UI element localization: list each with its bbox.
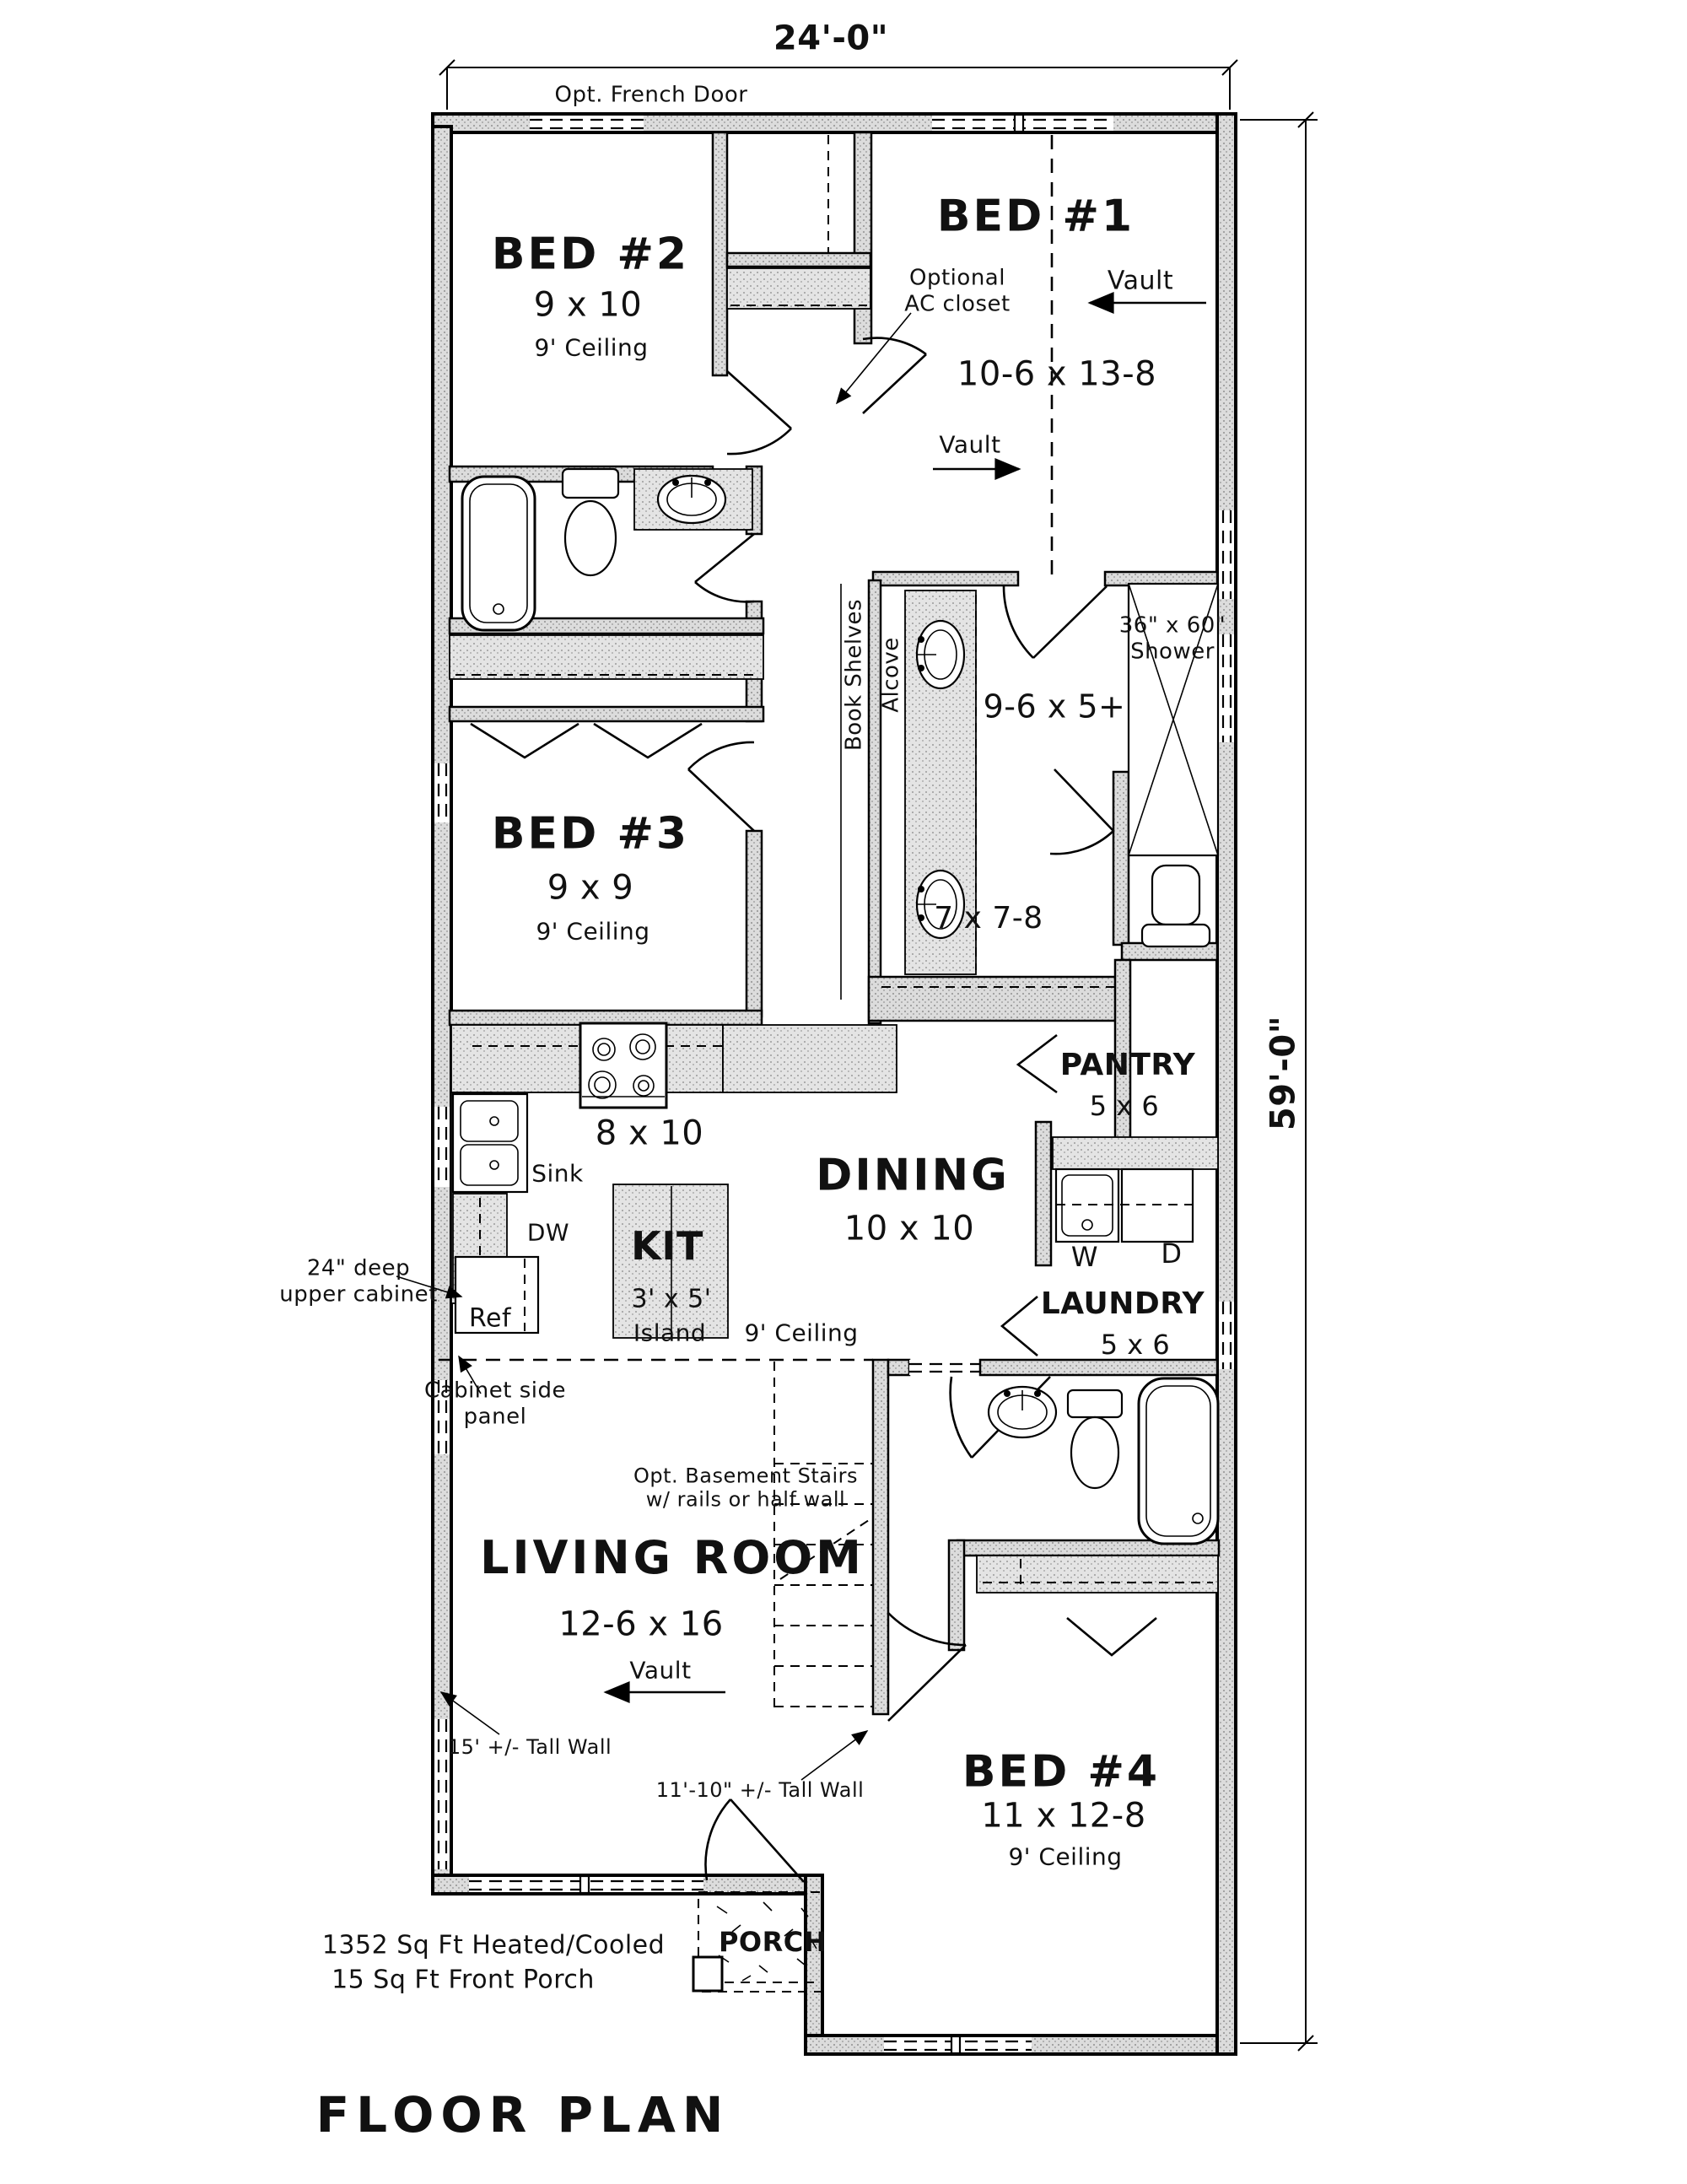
note-cabinet-side-panel: Cabinet side panel	[423, 1378, 567, 1429]
bed4-size: 11 x 12-8	[981, 1796, 1146, 1836]
laundry-fixtures	[1054, 1167, 1194, 1243]
annotation-arrows	[396, 292, 1206, 1781]
living-size: 12-6 x 16	[558, 1604, 724, 1644]
area-note-heated: 1352 Sq Ft Heated/Cooled	[321, 1930, 666, 1960]
living-name: LIVING ROOM	[480, 1531, 865, 1585]
hall-bath-size: 7 x 7-8	[934, 900, 1043, 936]
kitchen-island-size: 3' x 5'	[631, 1284, 712, 1314]
area-note-porch: 15 Sq Ft Front Porch	[331, 1965, 595, 1995]
bed4-name: BED #4	[962, 1746, 1161, 1798]
note-book-shelves: Book Shelves	[841, 598, 867, 752]
bed3-size: 9 x 9	[547, 868, 634, 908]
laundry-name: LAUNDRY	[1040, 1286, 1205, 1321]
bed4-ceiling: 9' Ceiling	[1008, 1842, 1123, 1871]
dimension-depth: 59'-0"	[1264, 1015, 1303, 1131]
laundry-size: 5 x 6	[1100, 1329, 1171, 1362]
bed1-vault: Vault	[1107, 266, 1174, 296]
dining-size: 10 x 10	[844, 1209, 975, 1248]
note-tall-wall-11: 11'-10" +/- Tall Wall	[655, 1777, 865, 1802]
dishwasher-label: DW	[526, 1218, 570, 1247]
bath2-fixtures	[987, 1377, 1220, 1545]
pantry-size: 5 x 6	[1089, 1090, 1160, 1123]
sink-label: Sink	[531, 1159, 584, 1188]
kitchen-island-word: Island	[633, 1318, 707, 1347]
dryer-label: D	[1161, 1238, 1183, 1270]
note-optional-ac-closet: Optional AC closet	[904, 265, 1011, 316]
note-upper-cabinet: 24" deep upper cabinet	[279, 1255, 438, 1307]
windows	[434, 113, 1234, 2055]
bed1-size: 10-6 x 13-8	[957, 354, 1157, 394]
note-alcove: Alcove	[878, 637, 904, 713]
bed1-name: BED #1	[936, 191, 1135, 242]
living-vault: Vault	[629, 1656, 692, 1685]
bed2-size: 9 x 10	[533, 285, 643, 325]
kitchen-fixtures	[450, 1022, 897, 1339]
bath1-fixtures	[461, 467, 753, 632]
refrigerator-label: Ref	[468, 1303, 512, 1334]
dimension-lines	[439, 59, 1318, 2052]
bed2-ceiling: 9' Ceiling	[534, 333, 649, 362]
dining-ceiling: 9' Ceiling	[744, 1318, 859, 1347]
dining-name: DINING	[816, 1150, 1010, 1201]
dashed-lines	[439, 135, 1054, 1362]
basement-stairs	[773, 1362, 872, 1712]
bed3-ceiling: 9' Ceiling	[536, 917, 650, 946]
note-opt-french-door: Opt. French Door	[554, 82, 748, 108]
bed3-name: BED #3	[491, 808, 690, 860]
kitchen-size: 8 x 10	[595, 1114, 704, 1153]
note-shower: 36" x 60" Shower	[1118, 612, 1226, 664]
hall-vault: Vault	[939, 430, 1001, 459]
master-bath-fixtures	[915, 582, 1220, 948]
washer-label: W	[1070, 1241, 1099, 1274]
master-bath-size: 9-6 x 5+	[983, 688, 1126, 725]
porch-name: PORCH	[718, 1926, 827, 1959]
porch-hatch	[716, 1901, 817, 1982]
interior-walls	[448, 131, 1221, 1716]
dimension-width: 24'-0"	[773, 19, 889, 58]
pantry-name: PANTRY	[1059, 1047, 1196, 1082]
bed2-name: BED #2	[491, 229, 690, 280]
kitchen-island-name: KIT	[631, 1222, 703, 1269]
porch-outline	[692, 1891, 824, 1993]
sheet-title: FLOOR PLAN	[315, 2085, 730, 2144]
note-basement-stairs: Opt. Basement Stairs w/ rails or half wa…	[633, 1464, 859, 1512]
doors	[687, 337, 1114, 1883]
note-tall-wall-15: 15' +/- Tall Wall	[447, 1734, 612, 1759]
